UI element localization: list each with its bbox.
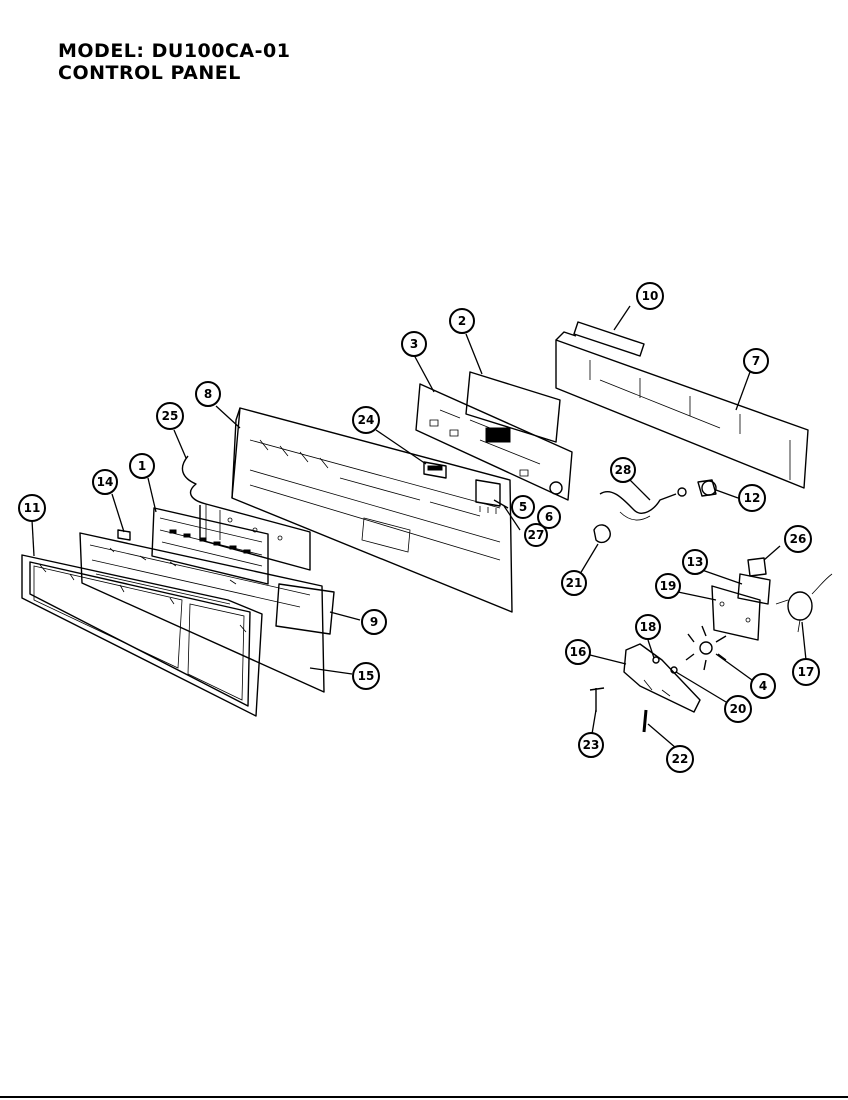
callout-26: 26: [784, 525, 812, 553]
callout-label: 23: [583, 738, 600, 752]
section-title: CONTROL PANEL: [58, 62, 241, 84]
callout-label: 2: [458, 314, 466, 328]
callout-label: 18: [640, 620, 657, 634]
callout-27: 27: [524, 523, 548, 547]
part-wire-lead: [599, 487, 687, 521]
part-motor: [775, 573, 833, 633]
part-screw: [589, 687, 605, 712]
part-lever-assembly: [623, 643, 701, 713]
callout-label: 5: [519, 500, 527, 514]
part-insulator-sheet: [465, 371, 561, 443]
part-sensor: [593, 524, 611, 544]
callout-7: 7: [743, 348, 769, 374]
part-window-lens: [275, 583, 335, 635]
part-knob: [697, 479, 717, 497]
callout-label: 20: [730, 702, 747, 716]
callout-14: 14: [92, 469, 118, 495]
callout-label: 14: [97, 475, 114, 489]
callout-10: 10: [636, 282, 664, 310]
callout-label: 16: [570, 645, 587, 659]
callout-label: 17: [798, 665, 815, 679]
callout-label: 9: [370, 615, 378, 629]
callout-11: 11: [18, 494, 46, 522]
callout-label: 11: [24, 501, 41, 515]
part-fan: [685, 625, 727, 671]
part-small-clip: [117, 529, 131, 541]
part-rear-bracket: [555, 321, 809, 489]
callout-5: 5: [511, 495, 535, 519]
model-title: MODEL: DU100CA-01: [58, 40, 291, 62]
callout-label: 8: [204, 387, 212, 401]
callout-8: 8: [195, 381, 221, 407]
callout-1: 1: [129, 453, 155, 479]
part-relay: [475, 479, 501, 514]
callout-label: 21: [566, 576, 583, 590]
callout-label: 12: [744, 491, 761, 505]
callout-23: 23: [578, 732, 604, 758]
callout-3: 3: [401, 331, 427, 357]
callout-21: 21: [561, 570, 587, 596]
callout-28: 28: [610, 457, 636, 483]
callout-6: 6: [537, 505, 561, 529]
callout-9: 9: [361, 609, 387, 635]
callout-20: 20: [724, 695, 752, 723]
callout-label: 19: [660, 579, 677, 593]
diagram-title-block: MODEL: DU100CA-01 CONTROL PANEL: [58, 40, 290, 84]
callout-label: 22: [672, 752, 689, 766]
callout-2: 2: [449, 308, 475, 334]
callout-25: 25: [156, 402, 184, 430]
callout-label: 25: [162, 409, 179, 423]
callout-18: 18: [635, 614, 661, 640]
callout-17: 17: [792, 658, 820, 686]
callout-22: 22: [666, 745, 694, 773]
callout-label: 7: [752, 354, 760, 368]
callout-label: 10: [642, 289, 659, 303]
bottom-border-line: [0, 1096, 848, 1098]
callout-4: 4: [750, 673, 776, 699]
callout-label: 4: [759, 679, 767, 693]
part-console-housing: [231, 407, 513, 613]
callout-16: 16: [565, 639, 591, 665]
callout-label: 13: [687, 555, 704, 569]
callout-12: 12: [738, 484, 766, 512]
callout-label: 3: [410, 337, 418, 351]
part-bezel-frame: [21, 554, 263, 717]
callout-label: 24: [358, 413, 375, 427]
callout-label: 26: [790, 532, 807, 546]
part-switch-assembly: [711, 557, 771, 641]
part-connector: [423, 461, 447, 479]
part-pin: [642, 709, 648, 733]
callout-label: 1: [138, 459, 146, 473]
part-overlay-panel: [79, 532, 325, 693]
callout-label: 6: [545, 510, 553, 524]
callout-label: 27: [528, 528, 545, 542]
leader-lines: [31, 305, 807, 749]
callout-19: 19: [655, 573, 681, 599]
callout-15: 15: [352, 662, 380, 690]
callout-label: 28: [615, 463, 632, 477]
part-control-board: [415, 383, 573, 501]
part-ribbon-cable: [181, 455, 311, 571]
callout-label: 15: [358, 669, 375, 683]
callout-13: 13: [682, 549, 708, 575]
callout-24: 24: [352, 406, 380, 434]
